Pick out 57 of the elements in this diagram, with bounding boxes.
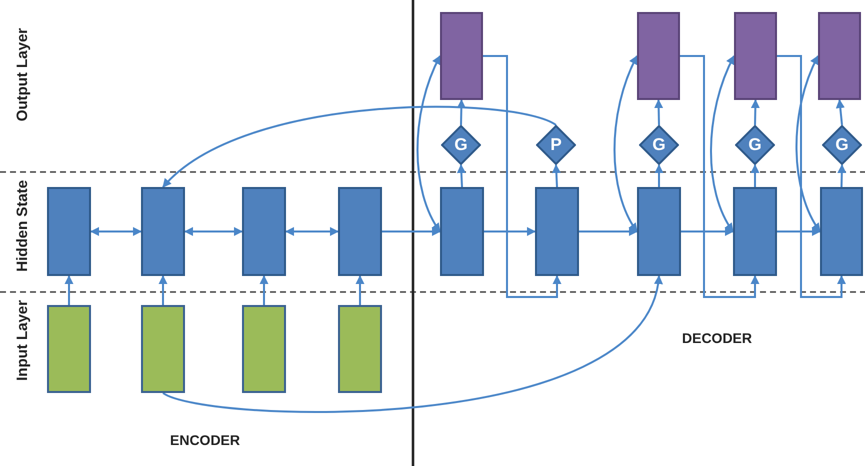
arrow [710,55,735,232]
arrow [750,164,760,187]
arrow [836,99,845,126]
section-label: ENCODER [170,432,240,448]
arrow [260,275,268,305]
arrow [680,55,760,298]
hidden-state-box [820,187,863,276]
arrow [90,227,142,236]
arrow [484,227,536,236]
arrow [162,106,556,188]
output-layer-box [440,12,483,100]
arrow [356,275,364,305]
hidden-state-box [338,187,382,276]
arrow [64,275,74,305]
section-label: DECODER [682,330,752,346]
arrow [777,227,821,236]
arrow [837,164,846,188]
gate-diamond: G [441,125,481,165]
hidden-state-box [733,187,777,276]
arrow [796,55,821,232]
arrow [416,55,441,232]
gate-diamond: G [639,125,679,165]
arrow [456,99,466,126]
hidden-state-box [440,187,484,276]
arrow [184,227,243,236]
input-layer-box [338,305,382,393]
arrow [750,99,760,126]
arrow [456,164,466,188]
gate-diamond: G [822,125,862,165]
arrow [681,227,734,236]
arrow [552,164,561,188]
layer-label: Output Layer [14,28,31,122]
arrow [614,55,638,232]
gate-diamond: P [536,125,576,165]
input-layer-box [141,305,185,393]
hidden-state-box [535,187,579,276]
arrow [579,227,638,236]
hidden-state-box [242,187,286,276]
input-layer-box [242,305,286,393]
arrow [777,55,846,298]
arrow [654,164,664,187]
layer-label: Hidden State [14,180,31,272]
gate-diamond: G [735,125,775,165]
hidden-state-box [141,187,185,276]
arrow [285,227,339,236]
hidden-state-box [47,187,91,276]
arrow [483,55,562,298]
layer-label: Input Layer [14,300,31,381]
output-layer-box [734,12,777,100]
output-layer-box [637,12,680,100]
input-layer-box [47,305,91,393]
arrow [158,275,168,305]
hidden-state-box [637,187,681,276]
arrow [162,275,661,413]
output-layer-box [818,12,861,100]
arrow [654,99,664,126]
arrow [382,227,441,236]
